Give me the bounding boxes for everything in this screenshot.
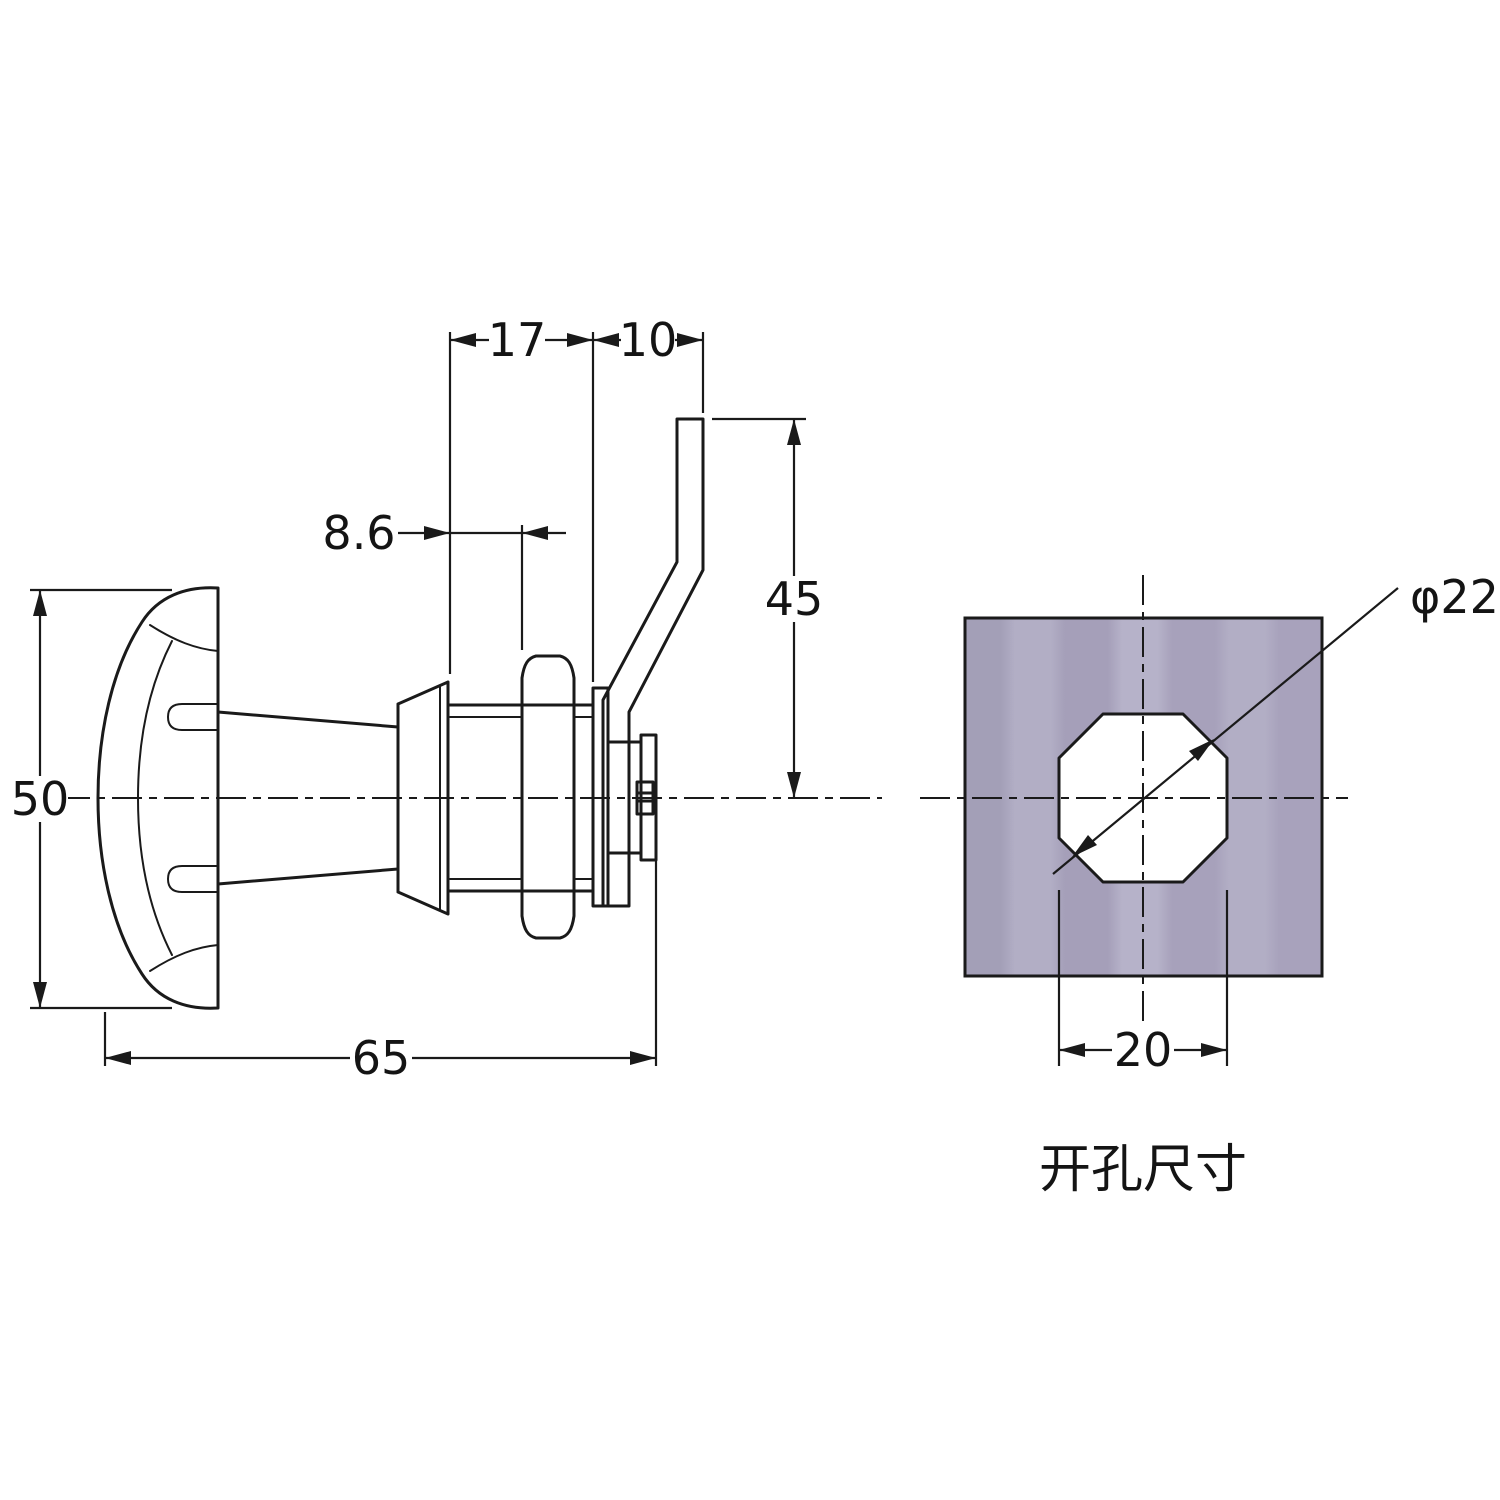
dim-10-label: 10 (619, 313, 678, 367)
knob-inner-arc (136, 640, 173, 956)
dim-text-bg (621, 317, 675, 363)
dim-arrow (450, 333, 476, 347)
dim-50: 50 (11, 588, 172, 1010)
dim-leader-line (1052, 587, 1399, 875)
dim-hole-diameter-label: φ22 (1410, 570, 1499, 624)
dim-65-label: 65 (352, 1031, 411, 1085)
knob-profile (96, 586, 220, 1010)
dim-45-label: 45 (765, 572, 824, 626)
dim-arrow (567, 333, 593, 347)
dim-arrow (33, 982, 47, 1008)
dim-hole-diameter: φ22 (1052, 570, 1499, 875)
dim-arrow (522, 526, 548, 540)
neck-bottom-edge (216, 867, 400, 886)
dim-text-bg (765, 576, 823, 622)
dim-20-label: 20 (1114, 1023, 1173, 1077)
dim-17-10: 17 10 (448, 313, 705, 682)
dim-arrow (424, 526, 450, 540)
latch-side-view: 17 10 8.6 45 (11, 313, 882, 1085)
dim-45: 45 (712, 417, 824, 798)
dim-arrow (1201, 1043, 1227, 1057)
flange (396, 680, 450, 916)
dim-8-6-label: 8.6 (322, 506, 395, 560)
dim-arrow (677, 333, 703, 347)
knob-bottom-recess (166, 865, 219, 893)
dim-8-6: 8.6 (320, 506, 566, 650)
cam-lever (601, 417, 705, 908)
neck-top-edge (216, 710, 400, 729)
dim-17-label: 17 (488, 313, 547, 367)
dim-20: 20 (1057, 890, 1229, 1077)
cutout-caption: 开孔尺寸 (1039, 1140, 1247, 1200)
dim-arrow (1072, 835, 1097, 857)
dim-arrow (1059, 1043, 1085, 1057)
knob-top-lobe-line (149, 624, 219, 652)
dim-arrow (787, 419, 801, 445)
dim-50-label: 50 (11, 772, 70, 826)
dim-text-bg (489, 317, 545, 363)
retaining-clip (635, 780, 655, 816)
knob-top-recess (166, 703, 219, 731)
dim-text-bg (320, 510, 398, 556)
dim-arrow (593, 333, 619, 347)
knob-bottom-lobe-line (149, 944, 219, 972)
dim-arrow (1189, 739, 1214, 761)
dim-text-bg (12, 776, 68, 822)
dim-arrow (787, 772, 801, 798)
dim-arrow (630, 1051, 656, 1065)
dim-65: 65 (103, 858, 658, 1085)
dim-arrow (105, 1051, 131, 1065)
dim-arrow (33, 590, 47, 616)
hex-nut (520, 654, 576, 940)
barrel-thread-lines (449, 716, 594, 880)
panel-cutout-view: φ22 20 开孔尺寸 (920, 570, 1499, 1200)
dim-text-bg (350, 1035, 412, 1081)
dim-text-bg (1112, 1027, 1174, 1073)
